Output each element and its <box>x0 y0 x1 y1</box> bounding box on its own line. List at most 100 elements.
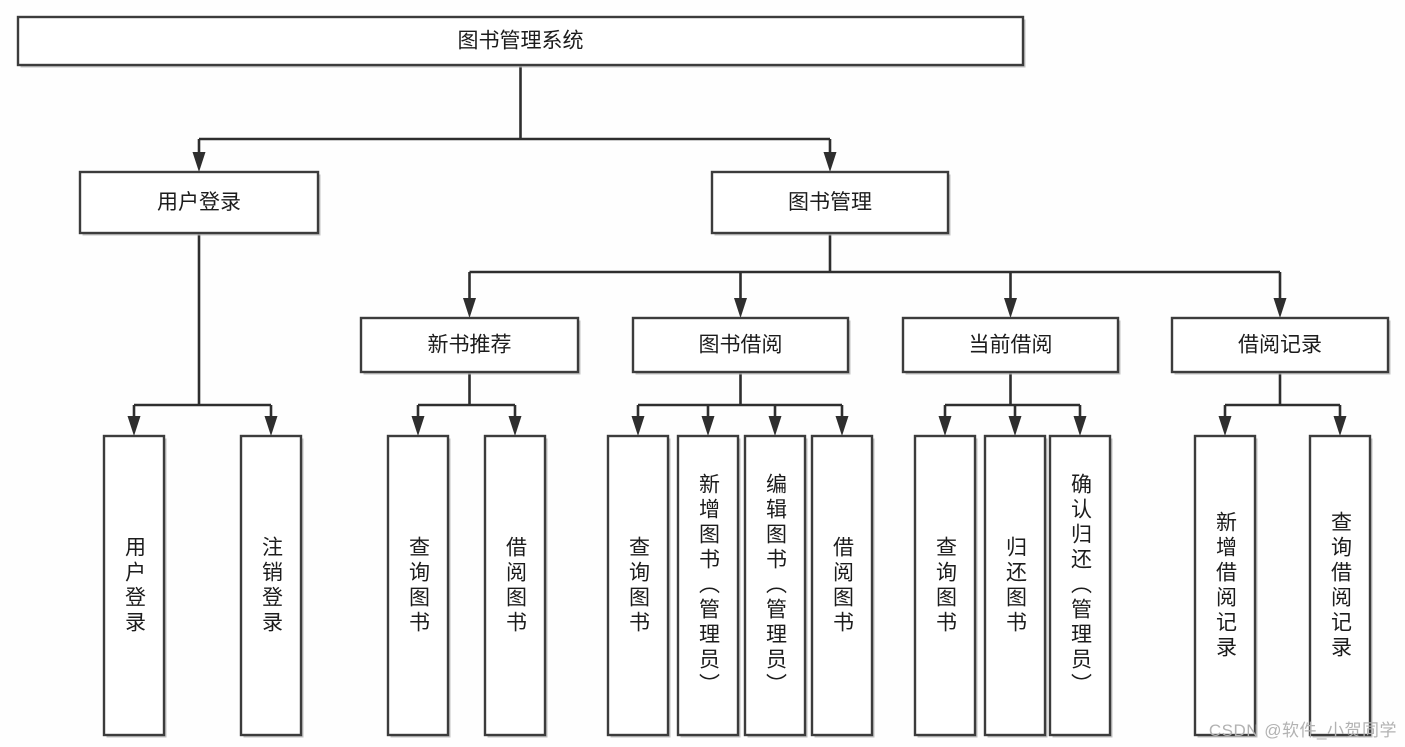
connector-group <box>127 233 278 436</box>
node-box[interactable] <box>676 434 740 737</box>
node-box[interactable] <box>901 316 1120 374</box>
arrow-head-icon <box>835 416 849 436</box>
arrow-head-icon <box>631 416 645 436</box>
node-label: 确认归还（管理员） <box>1068 473 1092 698</box>
node-label: 归还图书 <box>1003 535 1027 636</box>
node-label: 图书管理系统 <box>458 30 584 53</box>
arrow-head-icon <box>1218 416 1232 436</box>
node-label: 当前借阅 <box>969 334 1053 357</box>
node-box[interactable] <box>810 434 874 737</box>
node-label-wrap: 查询借阅记录 <box>1328 510 1352 661</box>
node-leaf-query-book-1[interactable]: 查询图书 <box>386 434 451 738</box>
node-box[interactable] <box>1048 434 1112 737</box>
node-box[interactable] <box>483 434 547 737</box>
node-leaf-user-logout[interactable]: 注销登录 <box>239 434 304 738</box>
arrow-head-icon <box>192 152 206 172</box>
node-label-wrap: 注销登录 <box>259 535 283 636</box>
node-box[interactable] <box>913 434 977 737</box>
connector-group <box>411 372 522 436</box>
arrow-head-icon <box>127 416 141 436</box>
arrow-head-icon <box>463 298 476 318</box>
node-label-wrap: 借阅图书 <box>830 535 854 636</box>
node-label: 查询图书 <box>406 535 430 636</box>
node-leaf-confirm-return[interactable]: 确认归还（管理员） <box>1048 434 1113 738</box>
node-borrow-record[interactable]: 借阅记录 <box>1170 316 1391 375</box>
node-label: 编辑图书（管理员） <box>763 473 787 698</box>
arrow-head-icon <box>734 298 747 318</box>
arrow-head-icon <box>264 416 278 436</box>
connector-layer <box>127 65 1347 436</box>
node-box[interactable] <box>710 170 950 235</box>
arrow-head-icon <box>701 416 715 436</box>
arrow-head-icon <box>1008 416 1022 436</box>
arrow-head-icon <box>768 416 782 436</box>
node-box[interactable] <box>239 434 303 737</box>
node-box[interactable] <box>983 434 1047 737</box>
arrow-head-icon <box>1073 416 1087 436</box>
node-label-wrap: 查询图书 <box>933 535 957 636</box>
node-label: 新增借阅记录 <box>1213 510 1237 661</box>
node-label: 新增图书（管理员） <box>696 473 720 698</box>
node-label-wrap: 新增借阅记录 <box>1213 510 1237 661</box>
arrow-head-icon <box>508 416 522 436</box>
node-leaf-edit-book[interactable]: 编辑图书（管理员） <box>743 434 808 738</box>
node-leaf-query-book-3[interactable]: 查询图书 <box>913 434 978 738</box>
arrow-head-icon <box>411 416 425 436</box>
node-box[interactable] <box>78 170 320 235</box>
node-label-wrap: 新增图书（管理员） <box>696 473 720 698</box>
node-new-book-rec[interactable]: 新书推荐 <box>359 316 581 375</box>
node-box[interactable] <box>1308 434 1372 737</box>
node-box[interactable] <box>386 434 450 737</box>
node-leaf-borrow-book-1[interactable]: 借阅图书 <box>483 434 548 738</box>
connector-group <box>192 65 837 172</box>
node-label-wrap: 查询图书 <box>626 535 650 636</box>
node-leaf-return-book[interactable]: 归还图书 <box>983 434 1048 738</box>
connector-group <box>1218 372 1347 436</box>
node-box[interactable] <box>1193 434 1257 737</box>
node-leaf-add-book[interactable]: 新增图书（管理员） <box>676 434 741 738</box>
connector-group <box>938 372 1087 436</box>
node-box[interactable] <box>631 316 850 374</box>
node-box[interactable] <box>606 434 670 737</box>
node-label-wrap: 确认归还（管理员） <box>1068 473 1092 698</box>
node-box[interactable] <box>16 15 1025 67</box>
node-book-borrow[interactable]: 图书借阅 <box>631 316 851 375</box>
node-label: 新书推荐 <box>428 334 512 357</box>
node-leaf-query-book-2[interactable]: 查询图书 <box>606 434 671 738</box>
node-label: 注销登录 <box>259 535 283 636</box>
node-label: 查询图书 <box>933 535 957 636</box>
node-label: 借阅记录 <box>1238 334 1322 357</box>
watermark-text: CSDN @软件_小贺同学 <box>1208 721 1397 740</box>
node-label: 查询借阅记录 <box>1328 510 1352 661</box>
node-label: 用户登录 <box>122 535 146 636</box>
node-label: 用户登录 <box>157 191 241 214</box>
arrow-head-icon <box>1333 416 1347 436</box>
node-box[interactable] <box>102 434 166 737</box>
connector-group <box>463 233 1287 318</box>
node-leaf-user-login[interactable]: 用户登录 <box>102 434 167 738</box>
arrow-head-icon <box>1273 298 1287 318</box>
node-label-wrap: 用户登录 <box>122 535 146 636</box>
arrow-head-icon <box>1004 298 1017 318</box>
node-label-wrap: 编辑图书（管理员） <box>763 473 787 698</box>
arrow-head-icon <box>938 416 952 436</box>
node-box[interactable] <box>359 316 580 374</box>
node-leaf-query-record[interactable]: 查询借阅记录 <box>1308 434 1373 738</box>
node-user-login[interactable]: 用户登录 <box>78 170 321 236</box>
node-label: 查询图书 <box>626 535 650 636</box>
node-box[interactable] <box>1170 316 1390 374</box>
connector-group <box>631 372 849 436</box>
node-book-manage[interactable]: 图书管理 <box>710 170 951 236</box>
node-label: 图书管理 <box>788 191 872 214</box>
node-current-borrow[interactable]: 当前借阅 <box>901 316 1121 375</box>
node-label: 借阅图书 <box>830 535 854 636</box>
node-root[interactable]: 图书管理系统 <box>16 15 1026 68</box>
node-label-wrap: 查询图书 <box>406 535 430 636</box>
node-label: 借阅图书 <box>503 535 527 636</box>
node-label-wrap: 借阅图书 <box>503 535 527 636</box>
node-leaf-borrow-book-2[interactable]: 借阅图书 <box>810 434 875 738</box>
node-leaf-add-record[interactable]: 新增借阅记录 <box>1193 434 1258 738</box>
node-box[interactable] <box>743 434 807 737</box>
